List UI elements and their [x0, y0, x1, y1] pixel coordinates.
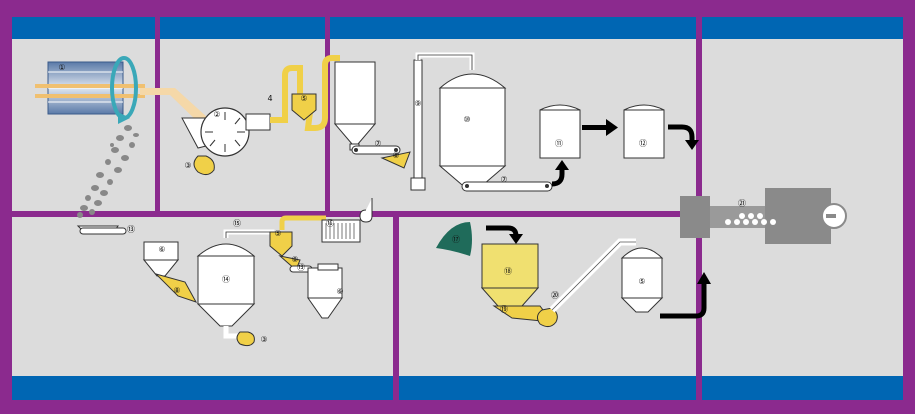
pump-3-icon: [193, 155, 215, 176]
flow-arrow: [582, 119, 618, 136]
label-n16: ⑯: [326, 219, 334, 228]
label-n8a_b: ⑧: [173, 286, 180, 295]
conveyor-13: [79, 227, 127, 235]
label-n19: ⑲: [500, 305, 508, 314]
pump-3b-icon: [236, 331, 255, 347]
shredder-drum: [35, 56, 145, 124]
label-n8b: ⑧: [291, 255, 298, 264]
conveyor-7a: [351, 145, 401, 155]
screw-feeder-8a: [154, 273, 198, 303]
cyclone-5c: [620, 247, 664, 313]
panel-footer-band: [399, 376, 696, 400]
label-n7a: ⑦: [374, 139, 381, 148]
tank-11: [539, 104, 581, 159]
label-n15: ⑮: [233, 219, 241, 228]
fan-icon: [359, 198, 373, 223]
pump-20-icon: [536, 307, 558, 328]
panel-footer-band: [702, 376, 903, 400]
label-n7b: ⑦: [500, 175, 507, 184]
label-n10: ⑩: [463, 115, 470, 124]
label-n21: ㉑: [738, 199, 746, 208]
conveying-pipe: [270, 65, 303, 123]
label-n5a: ⑤: [300, 94, 307, 103]
label-n8a: ⑧: [392, 151, 399, 160]
label-n20: ⑳: [551, 291, 559, 300]
pipe-9: [413, 59, 423, 181]
panel-footer-band: [12, 376, 393, 400]
dryer-14: [196, 243, 256, 327]
panel-header-band: [702, 17, 903, 39]
pigment-17: [436, 222, 472, 256]
centrifuge-dryer: [333, 61, 377, 151]
washing-mill: [181, 107, 271, 176]
label-n5c: ⑤: [638, 277, 645, 286]
hopper-6b: [307, 263, 343, 319]
flow-arrow: [668, 124, 695, 142]
label-n6b: ⑥: [336, 287, 343, 296]
label-n1: ①: [58, 63, 65, 72]
label-n13b: ⑬: [297, 263, 305, 272]
label-n4: 4: [267, 94, 272, 103]
flow-arrow: [660, 282, 707, 319]
panel-header-band: [160, 17, 325, 39]
label-n13a: ⑬: [127, 225, 135, 234]
tank-12: [623, 104, 665, 159]
falling-flakes: [77, 125, 139, 218]
filter-16: [321, 219, 361, 243]
label-n6a: ⑥: [158, 245, 165, 254]
hopper-18: [480, 243, 540, 307]
label-n9: ⑨: [414, 99, 421, 108]
flow-arrow: [551, 168, 565, 187]
label-n14: ⑭: [222, 275, 230, 284]
screw-feeder-8: [380, 151, 411, 169]
silo-10: [438, 73, 507, 191]
panel-header-band: [12, 17, 155, 39]
label-n11: ⑪: [555, 139, 563, 148]
cyclone-5b: [269, 231, 293, 257]
label-n2: ②: [213, 110, 220, 119]
extruder-21: [680, 188, 847, 244]
label-n12: ⑫: [639, 139, 647, 148]
cyclone-5-top: [291, 93, 317, 121]
label-n17: ⑰: [452, 235, 460, 244]
label-n3b: ③: [260, 335, 267, 344]
panel-header-band: [330, 17, 696, 39]
label-n18: ⑱: [504, 267, 512, 276]
label-n5b: ⑤: [274, 229, 281, 238]
label-n3a: ③: [184, 161, 191, 170]
